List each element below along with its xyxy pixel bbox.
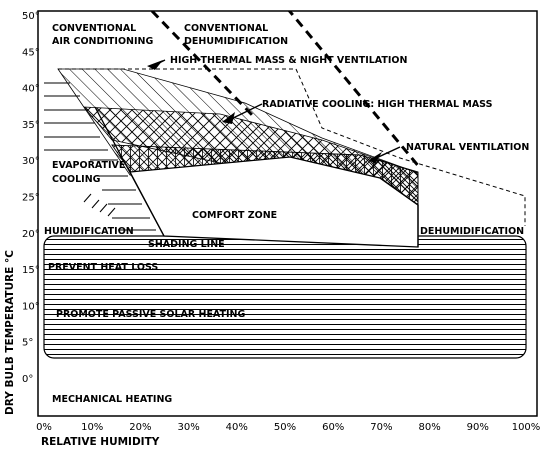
dashed-line-2	[287, 11, 422, 169]
label-natural-ventilation: NATURAL VENTILATION	[406, 142, 529, 153]
x-tick-label: 50%	[274, 422, 296, 433]
y-tick-label: 15°	[22, 265, 40, 276]
y-tick-label: 45°	[22, 47, 40, 58]
label-dehumidification: DEHUMIDIFICATION	[420, 226, 524, 237]
label-comfort-zone: COMFORT ZONE	[192, 210, 277, 221]
label-shading-line: SHADING LINE	[148, 239, 225, 250]
y-tick-label: 40°	[22, 84, 40, 95]
label-passive-solar: PROMOTE PASSIVE SOLAR HEATING	[56, 309, 246, 320]
shading-line	[94, 106, 165, 237]
x-tick-label: 20%	[129, 422, 151, 433]
label-evaporative-1: EVAPORATIVE	[52, 160, 125, 171]
y-tick-label: 10°	[22, 301, 40, 312]
y-tick-label: 20°	[22, 229, 40, 240]
x-tick-label: 30%	[177, 422, 199, 433]
label-mechanical-heating: MECHANICAL HEATING	[52, 394, 172, 405]
label-high-thermal-mass-night: HIGH THERMAL MASS & NIGHT VENTILATION	[170, 55, 407, 66]
label-conventional-dehum-1: CONVENTIONAL	[184, 23, 268, 34]
y-tick-label: 25°	[22, 193, 40, 204]
y-tick-label: 5°	[22, 338, 33, 349]
x-tick-label: 100%	[512, 422, 541, 433]
x-tick-label: 60%	[322, 422, 344, 433]
evaporative-cooling-hatch	[44, 82, 156, 231]
y-axis-title: DRY BULB TEMPERATURE °C	[4, 250, 16, 415]
dehumidification-boundary	[379, 177, 419, 247]
plot-frame	[37, 10, 538, 417]
x-tick-label: 10%	[81, 422, 103, 433]
y-tick-label: 35°	[22, 120, 40, 131]
label-humidification: HUMIDIFICATION	[44, 226, 134, 237]
label-conventional-ac-1: CONVENTIONAL	[52, 23, 136, 34]
label-prevent-heat-loss: PREVENT HEAT LOSS	[48, 262, 158, 273]
label-conventional-dehum-2: DEHUMIDIFICATION	[184, 36, 288, 47]
x-axis-title: RELATIVE HUMIDITY	[41, 436, 160, 448]
dashed-line-1	[150, 11, 257, 120]
label-conventional-ac-2: AIR CONDITIONING	[52, 36, 153, 47]
label-evaporative-2: COOLING	[52, 174, 101, 185]
dashed-envelope	[58, 68, 526, 226]
x-tick-label: 0%	[36, 422, 52, 433]
x-tick-label: 70%	[370, 422, 392, 433]
y-tick-label: 50°	[22, 11, 40, 22]
x-tick-label: 40%	[226, 422, 248, 433]
passive-solar-region	[43, 235, 527, 359]
y-tick-label: 0°	[22, 374, 33, 385]
label-radiative-cooling: RADIATIVE COOLING: HIGH THERMAL MASS	[262, 99, 493, 110]
x-tick-label: 90%	[467, 422, 489, 433]
y-tick-label: 30°	[22, 156, 40, 167]
x-tick-label: 80%	[418, 422, 440, 433]
